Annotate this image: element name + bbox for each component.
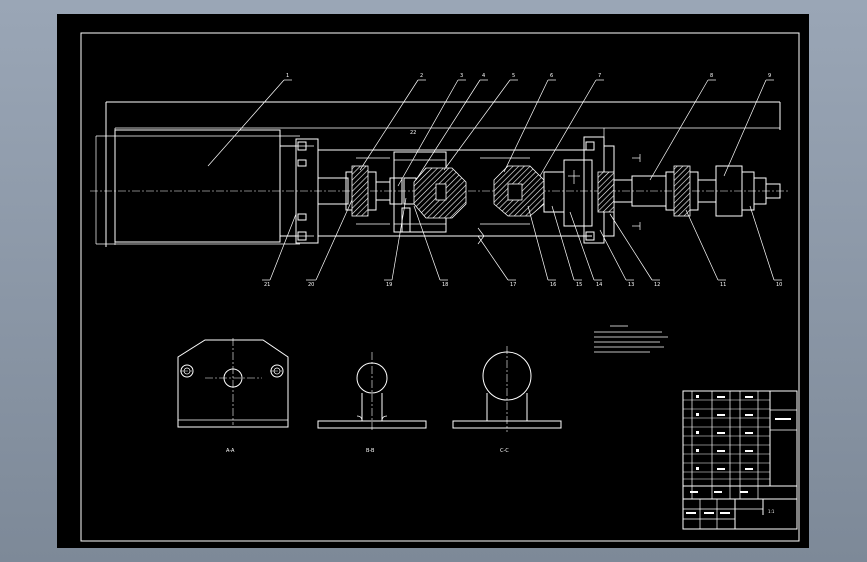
section-view-b: B-B <box>317 352 427 454</box>
section-view-a: A-A <box>177 338 289 454</box>
view-label-c: C-C <box>500 448 509 454</box>
title-block-scale: 1:1 <box>768 509 775 514</box>
section-view-c: C-C <box>452 346 562 454</box>
balloon-9: 9 <box>768 73 771 79</box>
balloon-18: 18 <box>442 282 448 288</box>
balloon-15: 15 <box>576 282 582 288</box>
drawing-sheet <box>57 14 809 548</box>
balloon-5: 5 <box>512 73 515 79</box>
balloon-2: 2 <box>420 73 423 79</box>
balloon-11: 11 <box>720 282 726 288</box>
balloon-10: 10 <box>776 282 782 288</box>
part-balloons: 1 2 3 4 5 6 7 8 9 10 11 12 13 14 15 16 1… <box>264 73 782 288</box>
balloon-20: 20 <box>308 282 314 288</box>
balloon-1: 1 <box>286 73 289 79</box>
balloon-22: 22 <box>410 130 416 136</box>
balloon-12: 12 <box>654 282 660 288</box>
title-block: 1:1 <box>682 390 798 530</box>
balloon-6: 6 <box>550 73 553 79</box>
balloon-4: 4 <box>482 73 485 79</box>
balloon-19: 19 <box>386 282 392 288</box>
balloon-14: 14 <box>596 282 602 288</box>
technical-notes <box>594 325 668 353</box>
leader-lines <box>207 79 782 281</box>
balloon-7: 7 <box>598 73 601 79</box>
balloon-13: 13 <box>628 282 634 288</box>
view-label-a: A-A <box>226 448 235 454</box>
balloon-17: 17 <box>510 282 516 288</box>
balloon-8: 8 <box>710 73 713 79</box>
assembly-main-view <box>90 101 790 247</box>
balloon-16: 16 <box>550 282 556 288</box>
inner-border <box>80 32 800 542</box>
view-label-b: B-B <box>366 448 375 454</box>
balloon-21: 21 <box>264 282 270 288</box>
balloon-3: 3 <box>460 73 463 79</box>
